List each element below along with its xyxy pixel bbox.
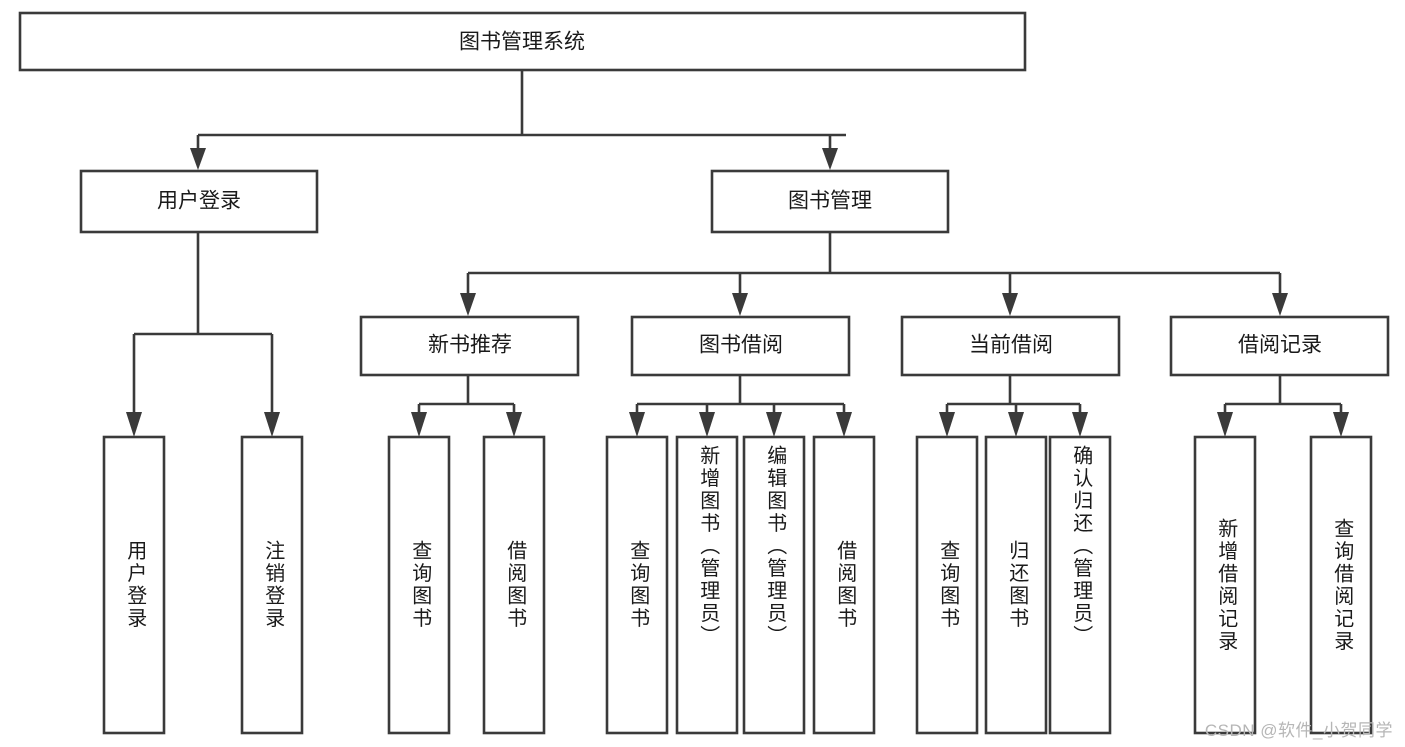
leaf-box-borrow-book-2[interactable]: [812, 435, 876, 735]
leaf-box-user-logout[interactable]: [240, 435, 304, 735]
leaf-box-query-record[interactable]: [1309, 435, 1373, 735]
node-book-borrow-label: 图书借阅: [699, 334, 783, 357]
connector-book-borrow-to-leaves: [629, 375, 852, 437]
connector-root-to-level2: [190, 71, 846, 170]
node-current-borrow-label: 当前借阅: [969, 334, 1053, 357]
leaf-box-borrow-book-1[interactable]: [482, 435, 546, 735]
leaf-box-query-book-2[interactable]: [605, 435, 669, 735]
node-borrow-record[interactable]: 借阅记录: [1169, 315, 1390, 377]
node-root-label: 图书管理系统: [459, 31, 585, 54]
node-book-borrow[interactable]: 图书借阅: [630, 315, 851, 377]
leaf-box-return-book[interactable]: [984, 435, 1048, 735]
connector-borrow-record-to-leaves: [1217, 375, 1349, 437]
csdn-watermark: CSDN @软件_小贺同学: [1204, 721, 1393, 740]
leaf-box-confirm-return[interactable]: [1048, 435, 1112, 735]
node-user-login[interactable]: 用户登录: [79, 169, 319, 234]
leaf-box-query-book-1[interactable]: [387, 435, 451, 735]
node-new-book-recommend-label: 新书推荐: [428, 334, 512, 357]
leaf-box-edit-book[interactable]: [742, 435, 806, 735]
connector-current-borrow-to-leaves: [939, 375, 1088, 437]
leaf-box-add-record[interactable]: [1193, 435, 1257, 735]
node-root[interactable]: 图书管理系统: [18, 11, 1027, 72]
node-book-management[interactable]: 图书管理: [710, 169, 950, 234]
connector-user-login-to-leaves: [126, 232, 280, 437]
connector-book-management-to-level3: [460, 232, 1288, 316]
leaf-box-add-book[interactable]: [675, 435, 739, 735]
node-current-borrow[interactable]: 当前借阅: [900, 315, 1121, 377]
leaf-box-query-book-3[interactable]: [915, 435, 979, 735]
node-borrow-record-label: 借阅记录: [1238, 334, 1322, 357]
node-user-login-label: 用户登录: [157, 190, 241, 213]
node-new-book-recommend[interactable]: 新书推荐: [359, 315, 580, 377]
leaf-box-user-login[interactable]: [102, 435, 166, 735]
node-book-management-label: 图书管理: [788, 190, 872, 213]
connector-new-book-recommend-to-leaves: [411, 375, 522, 437]
